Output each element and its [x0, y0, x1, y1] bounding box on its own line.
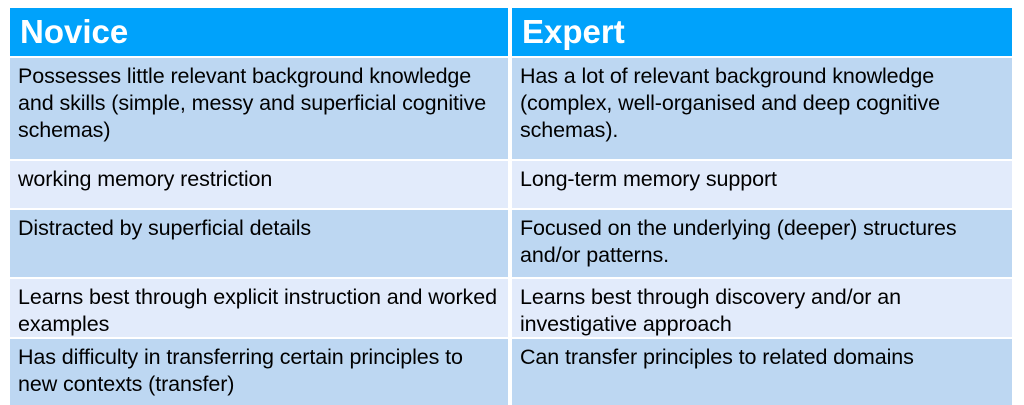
column-divider [508, 161, 512, 208]
cell-novice: working memory restriction [10, 161, 508, 208]
table-row: Distracted by superficial details Focuse… [10, 210, 1012, 277]
cell-expert: Has a lot of relevant background knowled… [512, 58, 1012, 159]
cell-novice: Possesses little relevant background kno… [10, 58, 508, 159]
comparison-table: Novice Expert Possesses little relevant … [10, 8, 1012, 405]
column-divider [508, 339, 512, 405]
cell-novice: Learns best through explicit instruction… [10, 279, 508, 337]
cell-expert: Can transfer principles to related domai… [512, 339, 1012, 405]
table-row: working memory restriction Long-term mem… [10, 161, 1012, 208]
cell-novice: Distracted by superficial details [10, 210, 508, 277]
table-body: Novice Expert Possesses little relevant … [10, 8, 1012, 405]
table-row: Learns best through explicit instruction… [10, 279, 1012, 337]
cell-novice: Has difficulty in transferring certain p… [10, 339, 508, 405]
table-row: Possesses little relevant background kno… [10, 58, 1012, 159]
column-divider [508, 279, 512, 337]
column-divider [508, 210, 512, 277]
table-row: Has difficulty in transferring certain p… [10, 339, 1012, 405]
cell-expert: Long-term memory support [512, 161, 1012, 208]
column-divider [508, 8, 512, 56]
cell-expert: Focused on the underlying (deeper) struc… [512, 210, 1012, 277]
table-header-row: Novice Expert [10, 8, 1012, 56]
column-header-novice: Novice [10, 8, 508, 56]
column-divider [508, 58, 512, 159]
column-header-expert: Expert [512, 8, 1012, 56]
cell-expert: Learns best through discovery and/or an … [512, 279, 1012, 337]
